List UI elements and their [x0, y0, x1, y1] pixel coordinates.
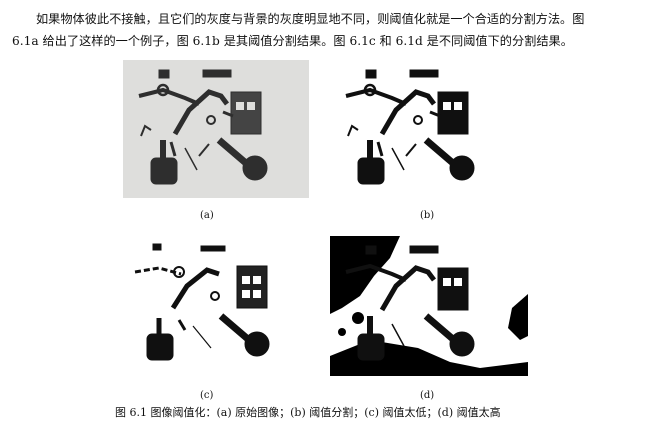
figure-panel-d [330, 236, 528, 376]
figure-caption: 图 6.1 图像阈值化：(a) 原始图像；(b) 阈值分割；(c) 阈值太低；(… [115, 406, 501, 419]
body-paragraph: 如果物体彼此不接触，且它们的灰度与背景的灰度明显地不同，则阈值化就是一个合适的分… [12, 8, 636, 52]
figure-panel-c [123, 236, 309, 374]
paragraph-line-1: 如果物体彼此不接触，且它们的灰度与背景的灰度明显地不同，则阈值化就是一个合适的分… [36, 12, 585, 26]
panel-label-d: (d) [420, 390, 435, 401]
panel-label-a: (a) [200, 210, 214, 221]
panel-label-b: (b) [420, 210, 435, 221]
paragraph-line-2: 6.1a 给出了这样的一个例子，图 6.1b 是其阈值分割结果。图 6.1c 和… [12, 34, 573, 48]
figure-panel-b [330, 60, 516, 198]
panel-label-c: (c) [200, 390, 214, 401]
figure-panel-a [123, 60, 309, 198]
